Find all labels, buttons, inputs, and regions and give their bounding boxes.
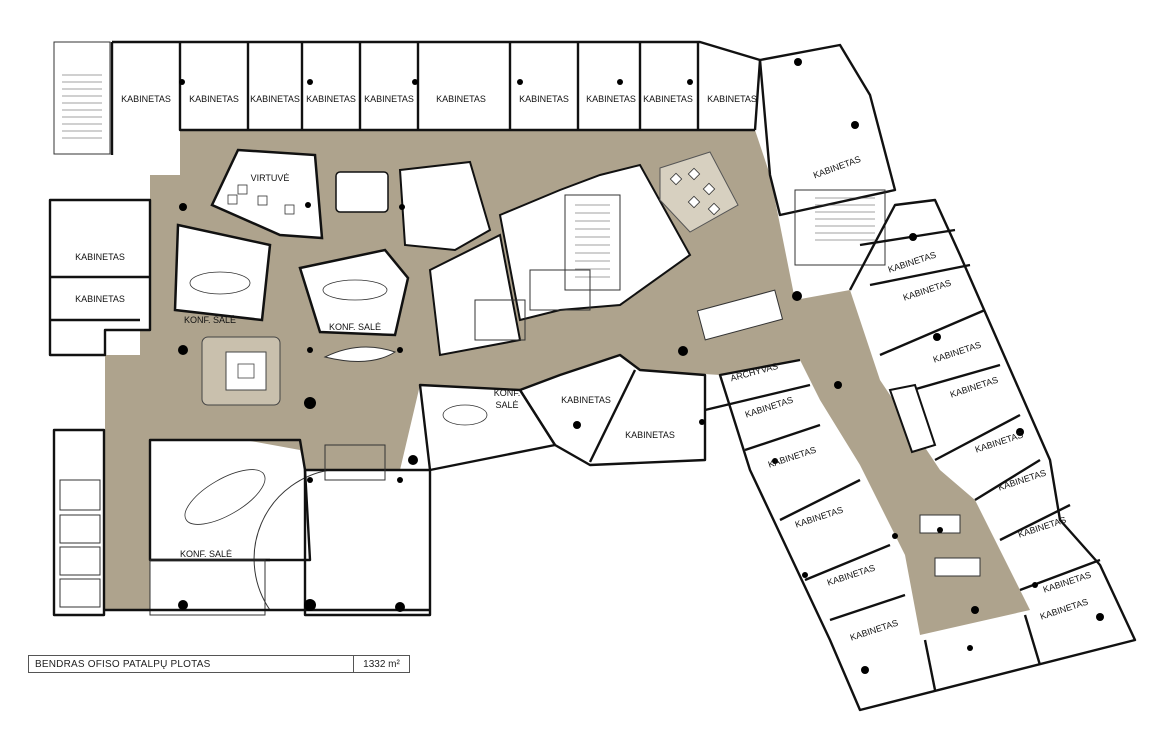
- room-label: KABINETAS: [364, 94, 414, 104]
- columns: [178, 58, 1104, 674]
- room-label: KABINETAS: [436, 94, 486, 104]
- room-label: KABINETAS: [932, 340, 983, 365]
- corridor-area: [105, 130, 1030, 635]
- core: [398, 160, 692, 357]
- room-label: KABINETAS: [519, 94, 569, 104]
- room-label: KABINETAS: [902, 278, 953, 303]
- room-label: KABINETAS: [812, 154, 862, 180]
- area-legend-label: BENDRAS OFISO PATALPŲ PLOTAS: [35, 658, 211, 670]
- furniture: [184, 167, 721, 525]
- room-label: KABINETAS: [625, 430, 675, 440]
- walls: [48, 40, 1137, 712]
- room-label: KONF.: [494, 388, 521, 398]
- room-label: KABINETAS: [974, 430, 1025, 455]
- room-label: KONF. SALĖ: [180, 549, 232, 559]
- room-label: KONF. SALĖ: [184, 315, 236, 325]
- room-label: KABINETAS: [1039, 597, 1090, 622]
- room-label: KABINETAS: [826, 563, 877, 588]
- room-label: KABINETAS: [643, 94, 693, 104]
- pods: [173, 148, 981, 577]
- room-label: KABINETAS: [121, 94, 171, 104]
- room-label: KABINETAS: [75, 252, 125, 262]
- room-label: KABINETAS: [586, 94, 636, 104]
- room-label: SALĖ: [495, 400, 518, 410]
- room-label: KABINETAS: [707, 94, 757, 104]
- room-label: KABINETAS: [75, 294, 125, 304]
- area-legend: BENDRAS OFISO PATALPŲ PLOTAS 1332 m²: [28, 655, 410, 673]
- room-label: KABINETAS: [561, 395, 611, 405]
- room-label: KABINETAS: [250, 94, 300, 104]
- room-label: KABINETAS: [887, 250, 938, 275]
- room-label: VIRTUVĖ: [251, 173, 290, 183]
- area-legend-value: 1332 m²: [353, 656, 409, 672]
- room-label: KABINETAS: [767, 445, 818, 470]
- room-label: KONF. SALĖ: [329, 322, 381, 332]
- room-label: KABINETAS: [189, 94, 239, 104]
- room-label: KABINETAS: [306, 94, 356, 104]
- room-label: KABINETAS: [849, 618, 900, 643]
